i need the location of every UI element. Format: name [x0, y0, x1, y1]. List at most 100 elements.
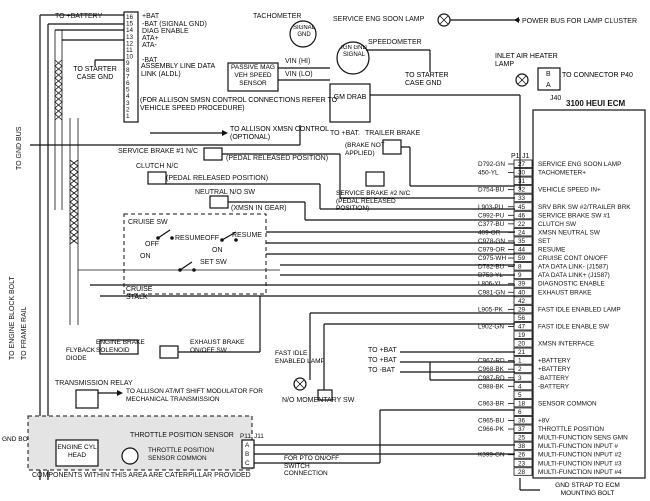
- ecm-wire-code: 450-YL: [478, 170, 499, 177]
- ecm-pin-cell: [513, 381, 533, 391]
- ecm-pin-cell: [513, 390, 533, 399]
- ecm-wire-code: D754-BU: [478, 187, 505, 194]
- ecm-wire-code: L806-YL: [478, 281, 503, 288]
- off2-label: OFF: [205, 235, 219, 242]
- ecm-pin-number: 8: [518, 264, 522, 271]
- gm-drab-box: [329, 83, 371, 123]
- ecm-pin-cell: [513, 313, 533, 322]
- to-bat-b: TO +BAT: [368, 357, 397, 364]
- flyback-diode-box: [99, 339, 139, 355]
- ecm-wire-code: C968-BK: [478, 366, 505, 373]
- ecm-pin-cell: [513, 176, 533, 186]
- aldl-pin-number: 15: [126, 21, 134, 28]
- ecm-pin-number: 29: [518, 306, 526, 313]
- ecm-signal-label: XMSN INTERFACE: [538, 341, 594, 348]
- tps-pin-letter: A: [245, 442, 250, 449]
- starter-case-gnd-right: TO STARTER CASE GND: [405, 72, 449, 87]
- ecm-pin-number: 37: [518, 426, 526, 433]
- ecm-pin-number: 47: [518, 323, 526, 330]
- to-battery-label: TO +BATTERY: [55, 13, 103, 20]
- aldl-pin-number: 1: [126, 113, 130, 120]
- xmsn-in-gear-label: (XMSN IN GEAR): [231, 205, 287, 212]
- resume-label: RESUME: [175, 235, 205, 242]
- no-momentary-label: N/O MOMENTARY SW: [282, 397, 355, 404]
- ecm-signal-label: CRUISE CONT ON/OFF: [538, 255, 608, 262]
- ecm-pin-number: 46: [518, 212, 526, 219]
- aldl-pin-number: 3: [126, 100, 130, 107]
- ecm-signal-label: VEHICLE SPEED IN+: [538, 187, 601, 194]
- ecm-pin-number: 42: [518, 298, 526, 305]
- ecm-wire-code: C988-BK: [478, 383, 505, 390]
- trailer-brake-label: TRAILER BRAKE: [365, 130, 421, 137]
- aldl-pin-number: 8: [126, 67, 130, 74]
- cruise-off-label: OFF: [145, 241, 159, 248]
- engine-cyl-head-box: [55, 439, 99, 467]
- engine-brake-solenoid-label: ENGINE BRAKE SOLENOID: [96, 339, 145, 354]
- ecm-wire-code: L903-PU: [478, 204, 504, 211]
- pedal-released-2: (PEDAL RELEASED POSITION): [166, 175, 268, 182]
- ecm-wire-code: C967-RD: [478, 358, 505, 365]
- aldl-pin-number: 11: [126, 47, 133, 54]
- ecm-signal-label: +BATTERY: [538, 358, 571, 365]
- ecm-pin-number: 56: [518, 315, 526, 322]
- ecm-signal-label: SENSOR COMMON: [538, 400, 597, 407]
- ecm-signal-label: FAST IDLE ENABLED LAMP: [538, 306, 621, 313]
- ecm-signal-label: +8V: [538, 418, 550, 425]
- ecm-wire-code: C979-OR: [478, 247, 505, 254]
- ecm-pin-cell: [513, 441, 533, 451]
- brake-not-applied: (BRAKE NOT APPLIED): [345, 142, 385, 157]
- pedal-released-1: (PEDAL RELEASED POSITION): [226, 155, 328, 162]
- ecm-pin-number: 2: [518, 366, 522, 373]
- ecm-signal-label: DIAGNOSTIC ENABLE: [538, 281, 605, 288]
- ecm-pin-number: 45: [518, 204, 526, 211]
- exhaust-brake-switch: [159, 345, 179, 359]
- aldl-pin-number: 12: [126, 40, 134, 47]
- ecm-signal-label: ATA DATA LINK+ (J1587): [538, 272, 610, 279]
- ecm-signal-label: RESUME: [538, 247, 565, 254]
- ecm-wire-code: C981-GN: [478, 289, 505, 296]
- ecm-pin-number: 20: [518, 341, 526, 348]
- ecm-signal-label: SERVICE BRAKE SW #1: [538, 212, 611, 219]
- ecm-pin-number: 24: [518, 229, 526, 236]
- ecm-pin-cell: [513, 373, 533, 382]
- ecm-signal-label: MULTI-FUNCTION INPUT #4: [538, 469, 622, 476]
- aldl-label: ASSEMBLY LINE DATA LINK (ALDL): [141, 63, 215, 78]
- ecm-pin-cell: [513, 467, 533, 476]
- ecm-pin-cell: [513, 339, 533, 348]
- aldl-pin-number: 4: [126, 93, 130, 100]
- ecm-signal-label: SERVICE ENG SOON LAMP: [538, 161, 621, 168]
- ecm-pin-number: 5: [518, 392, 522, 399]
- j11-label: J11: [254, 433, 264, 440]
- aldl-pin-number: 10: [126, 54, 134, 61]
- ecm-wire-code: C377-BU: [478, 221, 505, 228]
- ecm-pin-row: 5: [513, 390, 533, 399]
- ecm-wire-code: C966-PK: [478, 426, 505, 433]
- on2-label: ON: [212, 247, 223, 254]
- ecm-signal-label: MULTI-FUNCTION INPUT #2: [538, 452, 622, 459]
- ecm-wire-code: K399-GN: [478, 452, 505, 459]
- ecm-pin-number: 25: [518, 435, 526, 442]
- speedo-ign-gnd: IGN GND SIGNAL: [341, 45, 367, 58]
- ecm-wire-code: B753-YL: [478, 272, 503, 279]
- aldl-pin-number: 13: [126, 34, 134, 41]
- service-brake-2-switch: [365, 171, 385, 187]
- ecm-signal-label: MULTI-FUNCTION INPUT #: [538, 443, 618, 450]
- ecm-pin-cell: [513, 262, 533, 271]
- aldl-pin-number: 6: [126, 80, 130, 87]
- ecm-pin-number: 19: [518, 332, 526, 339]
- aldl-pin-number: 7: [126, 73, 130, 80]
- ecm-pin-number: 38: [518, 443, 526, 450]
- ecm-pin-number: 31: [518, 178, 526, 185]
- gnd-bus-label: TO GND BUS: [16, 126, 23, 170]
- ecm-pin-cell: [513, 296, 533, 305]
